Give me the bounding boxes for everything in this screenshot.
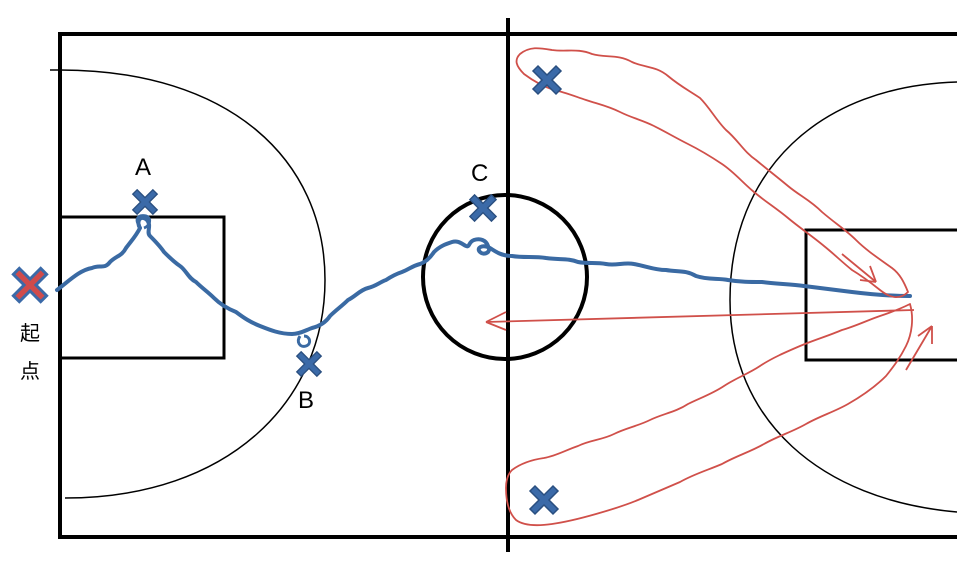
marker-b-icon: [296, 351, 322, 377]
left-three-point-arc: [50, 69, 326, 499]
player-markers: [11, 65, 562, 515]
run-top-outline: [515, 47, 909, 298]
run-bottom-arrow: [905, 325, 933, 371]
pass-arrow-shaft: [485, 309, 915, 323]
dribble-path: [55, 215, 912, 336]
dribble-loop-a: [135, 214, 152, 230]
marker-bottom-right-icon: [529, 485, 559, 515]
court-lines: [50, 18, 957, 552]
start-label-line2: 点: [20, 359, 40, 383]
marker-top-right-icon: [532, 65, 562, 95]
right-three-point-arc: [729, 81, 957, 513]
right-key: [804, 228, 957, 362]
marker-a-icon: [132, 189, 158, 215]
label-a: A: [135, 154, 151, 181]
label-c: C: [471, 160, 488, 187]
pass-arrow-head: [485, 311, 507, 331]
run-top-arrow: [841, 253, 877, 283]
run-bottom-outline: [505, 303, 913, 527]
dribble-loop-b: [296, 334, 312, 348]
start-marker-icon: [11, 266, 49, 304]
center-circle: [421, 193, 589, 361]
start-label-line1: 起: [20, 321, 40, 345]
pass-paths: [485, 47, 933, 527]
label-b: B: [298, 387, 314, 414]
